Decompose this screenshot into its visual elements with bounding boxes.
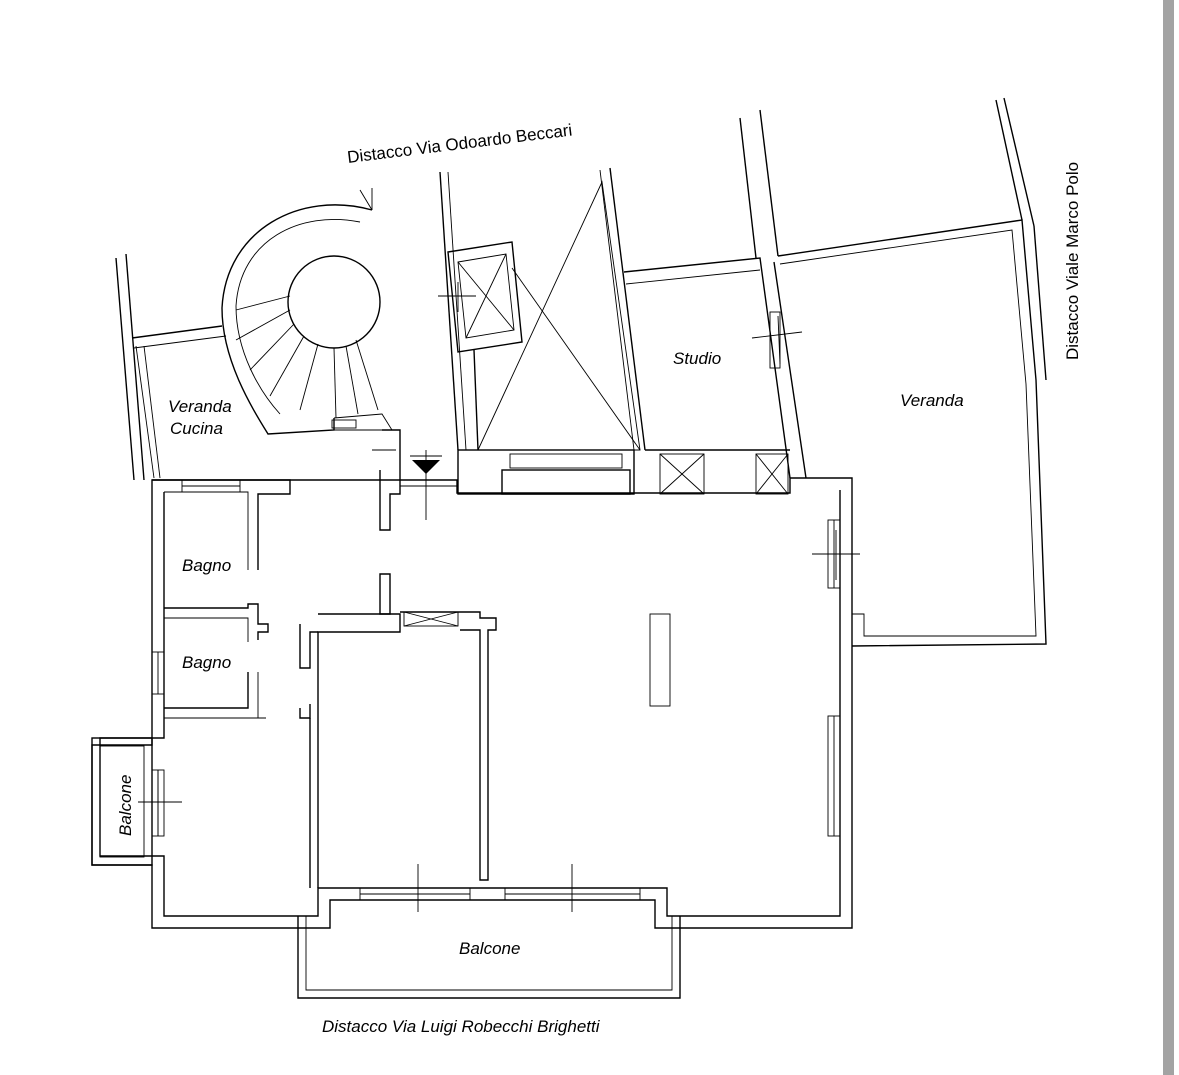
room-label-veranda-cucina-2: Cucina [170,419,223,438]
room-label-balcone-south: Balcone [459,939,520,958]
street-label-north: Distacco Via Odoardo Beccari [346,121,573,167]
room-label-bagno-lower: Bagno [182,653,231,672]
entrance-marker [372,449,457,520]
room-label-veranda: Veranda [900,391,964,410]
street-labels: Distacco Via Odoardo Beccari Distacco Vi… [322,121,1082,1036]
veranda-cucina-enclosure [115,253,227,481]
spiral-stair [221,188,401,470]
room-label-veranda-cucina-1: Veranda [168,397,232,416]
exterior-walls [91,477,853,999]
interior-walls [152,470,671,888]
street-label-south: Distacco Via Luigi Robecchi Brighetti [322,1017,601,1036]
vertical-scrollbar[interactable] [1160,0,1179,1075]
room-labels: Veranda Cucina Studio Veranda Bagno Bagn… [116,349,964,958]
room-label-balcone-west: Balcone [116,775,135,836]
windows [138,479,860,912]
east-veranda [777,97,1047,647]
scrollbar-thumb[interactable] [1163,0,1174,1075]
room-label-bagno-upper: Bagno [182,556,231,575]
north-annex [403,109,807,627]
room-label-studio: Studio [673,349,721,368]
street-label-east: Distacco Viale Marco Polo [1063,162,1082,360]
